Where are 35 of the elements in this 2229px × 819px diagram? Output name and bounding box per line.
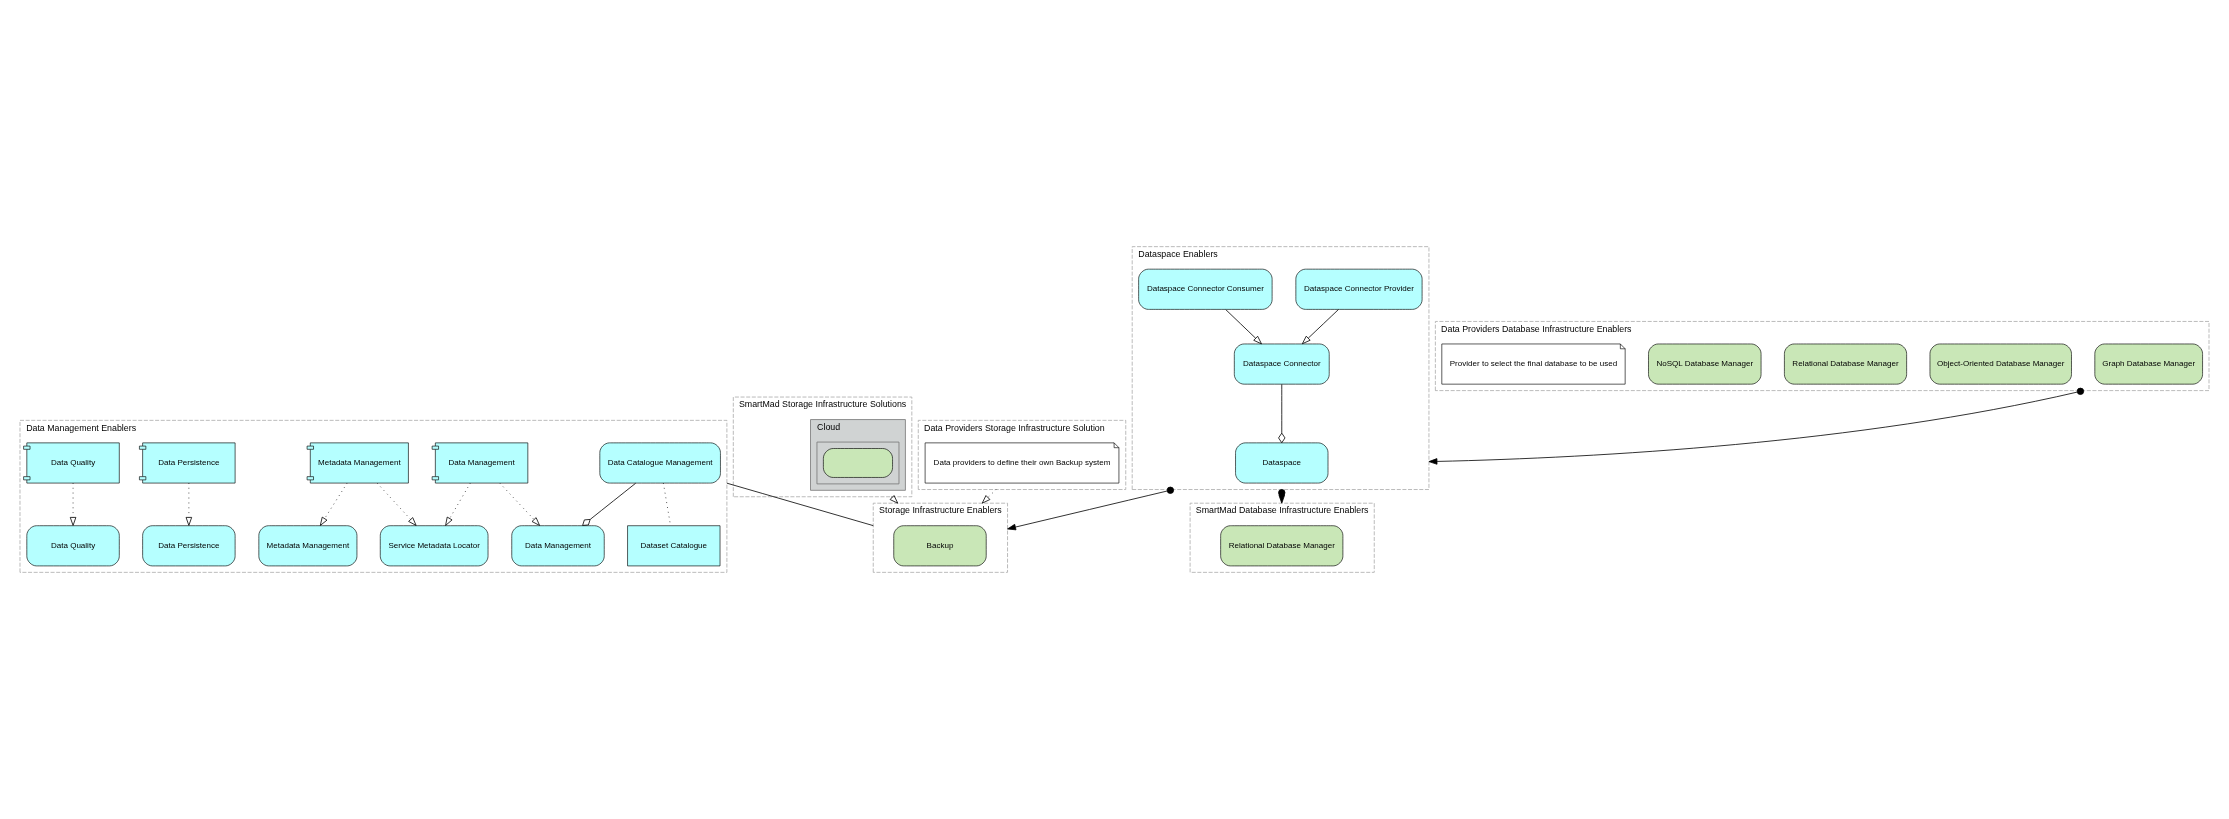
- node-box: Service Metadata Locator: [379, 525, 489, 567]
- node-box: Dataspace: [1235, 442, 1329, 484]
- arrow: [1301, 309, 1339, 345]
- arrow: [376, 482, 417, 526]
- arrow: [889, 495, 899, 504]
- node-box: Dataset Catalogue: [627, 525, 721, 567]
- arrow: [185, 482, 193, 526]
- node-box: Dataspace Connector Provider: [1295, 268, 1423, 310]
- arrow: [319, 482, 348, 526]
- connector: [726, 482, 874, 527]
- node-box: Data Persistence: [142, 525, 236, 567]
- arrow: [499, 482, 540, 526]
- connector: [1278, 383, 1286, 444]
- arrow: [1225, 309, 1262, 345]
- node-box: Dataspace Connector: [1234, 343, 1330, 385]
- node-box: Data Management: [511, 525, 605, 567]
- arrow: [445, 482, 471, 526]
- node-box: Data Catalogue Management: [599, 442, 721, 484]
- cluster: Cloud: [810, 419, 906, 491]
- node-box: Dataspace Connector Consumer: [1138, 268, 1273, 310]
- node-box: NoSQL Database Manager: [1648, 343, 1762, 385]
- node-box: Graph Database Manager: [2094, 343, 2203, 385]
- connector: [582, 482, 637, 526]
- arrow: [69, 482, 77, 526]
- arrow: [1007, 486, 1174, 531]
- node-box: Backup: [893, 525, 987, 567]
- node-box: [823, 448, 893, 478]
- arrow: [1428, 387, 2085, 465]
- node-box: Object-Oriented Database Manager: [1929, 343, 2072, 385]
- node-box: Data Quality: [26, 525, 120, 567]
- cluster: [816, 441, 900, 485]
- arrow: [981, 489, 997, 504]
- node-box: Relational Database Manager: [1784, 343, 1907, 385]
- node-box: Metadata Management: [258, 525, 358, 567]
- node-box: Relational Database Manager: [1220, 525, 1344, 567]
